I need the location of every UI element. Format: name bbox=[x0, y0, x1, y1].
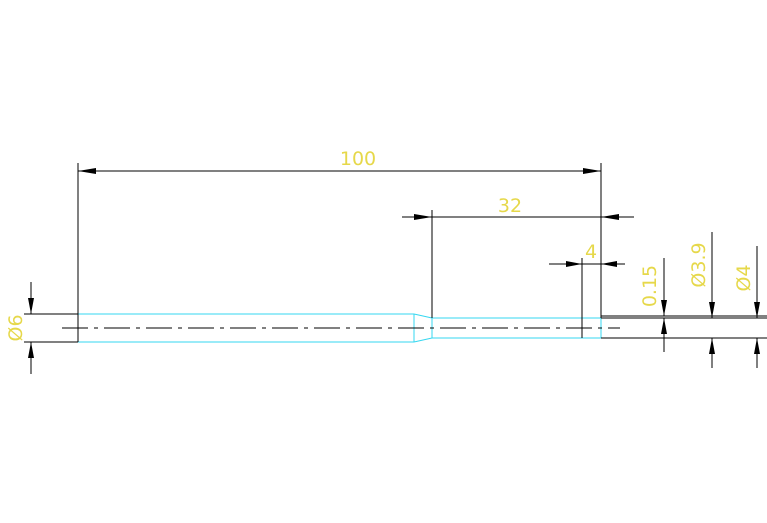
arrowhead-left bbox=[566, 261, 582, 267]
arrowhead-top bbox=[661, 300, 667, 316]
arrowhead-left bbox=[78, 168, 96, 174]
arrowhead-top bbox=[754, 302, 760, 318]
part-outline bbox=[77, 313, 602, 343]
neck-diameter-label: Ø3.9 bbox=[688, 242, 710, 287]
neck-length-label: 32 bbox=[498, 195, 522, 217]
arrowhead-top bbox=[28, 298, 34, 314]
arrowhead-bottom bbox=[709, 338, 715, 354]
shank-diameter-label: Ø6 bbox=[5, 314, 27, 341]
dimension-overall-length: 100 bbox=[77, 148, 602, 342]
dimension-tip-length: 4 bbox=[549, 241, 625, 338]
dimension-step: 0.15 bbox=[639, 258, 667, 352]
right-extension-lines bbox=[601, 315, 767, 339]
arrowhead-right bbox=[601, 214, 619, 220]
arrowhead-right bbox=[601, 261, 617, 267]
dimension-tip-diameter: Ø4 bbox=[733, 246, 760, 368]
dimension-shank-diameter: Ø6 bbox=[5, 282, 78, 374]
overall-length-label: 100 bbox=[340, 148, 376, 170]
tip-length-label: 4 bbox=[585, 241, 597, 263]
arrowhead-bottom bbox=[28, 342, 34, 358]
taper-top bbox=[413, 313, 433, 319]
arrowhead-bottom bbox=[754, 338, 760, 354]
step-label: 0.15 bbox=[639, 265, 661, 307]
taper-bottom bbox=[413, 337, 433, 343]
arrowhead-left bbox=[414, 214, 432, 220]
arrowhead-bottom bbox=[661, 318, 667, 334]
arrowhead-top bbox=[709, 302, 715, 318]
dimension-neck-length: 32 bbox=[402, 195, 634, 318]
dimension-neck-diameter: Ø3.9 bbox=[688, 232, 715, 368]
tip-diameter-label: Ø4 bbox=[733, 264, 755, 291]
arrowhead-right bbox=[583, 168, 601, 174]
